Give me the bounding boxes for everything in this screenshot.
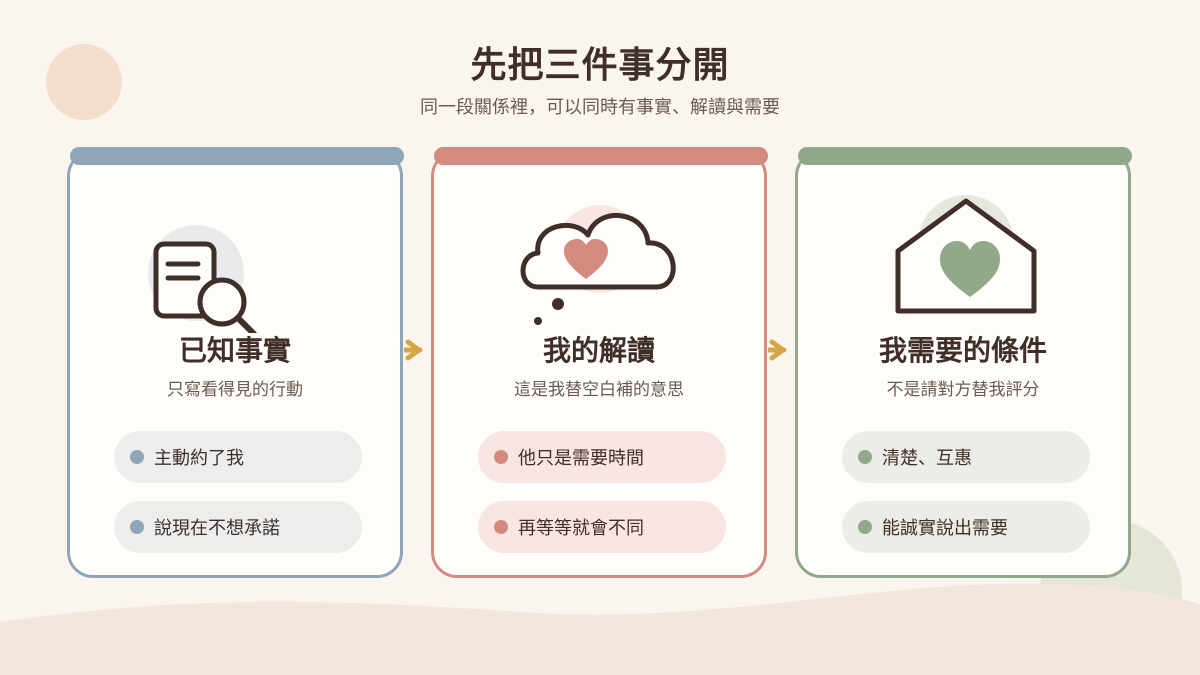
card-top-bar — [434, 147, 768, 165]
bullet-dot — [858, 450, 872, 464]
card-interpretation: 我的解讀 這是我替空白補的意思 他只是需要時間 再等等就會不同 — [431, 147, 768, 578]
card-title: 已知事實 — [178, 334, 291, 367]
card-top-bar — [70, 147, 404, 165]
card-description: 這是我替空白補的意思 — [514, 380, 684, 400]
thought-cloud-heart-icon — [520, 205, 676, 325]
house-heart-icon — [895, 195, 1037, 314]
list-item-label: 再等等就會不同 — [518, 518, 644, 539]
decorative-circle — [46, 44, 122, 120]
bullet-dot — [494, 450, 508, 464]
list-item-label: 清楚、互惠 — [882, 448, 972, 469]
list-item: 能誠實說出需要 — [842, 501, 1090, 553]
card-title: 我的解讀 — [542, 334, 655, 367]
list-item: 主動約了我 — [114, 431, 362, 483]
card-facts: 已知事實 只寫看得見的行動 主動約了我 說現在不想承諾 — [67, 147, 404, 578]
list-item: 再等等就會不同 — [478, 501, 726, 553]
card-title: 我需要的條件 — [878, 334, 1047, 367]
bullet-dot — [858, 520, 872, 534]
arrow-right-icon — [768, 339, 787, 361]
list-item-label: 說現在不想承諾 — [154, 518, 280, 539]
card-needs: 我需要的條件 不是請對方替我評分 清楚、互惠 能誠實說出需要 — [795, 147, 1132, 578]
page-title: 先把三件事分開 — [470, 45, 730, 86]
list-item-label: 主動約了我 — [154, 448, 244, 469]
list-item-label: 能誠實說出需要 — [882, 518, 1008, 539]
arrow-right-icon — [404, 339, 423, 361]
list-item: 說現在不想承諾 — [114, 501, 362, 553]
list-item: 他只是需要時間 — [478, 431, 726, 483]
bullet-dot — [494, 520, 508, 534]
list-item: 清楚、互惠 — [842, 431, 1090, 483]
card-top-bar — [798, 147, 1132, 165]
document-magnifier-icon — [148, 225, 257, 333]
bullet-dot — [130, 520, 144, 534]
bullet-dot — [130, 450, 144, 464]
card-description: 不是請對方替我評分 — [886, 380, 1040, 400]
page-subtitle: 同一段關係裡，可以同時有事實、解讀與需要 — [420, 97, 780, 118]
list-item-label: 他只是需要時間 — [518, 448, 644, 469]
card-description: 只寫看得見的行動 — [167, 380, 303, 400]
